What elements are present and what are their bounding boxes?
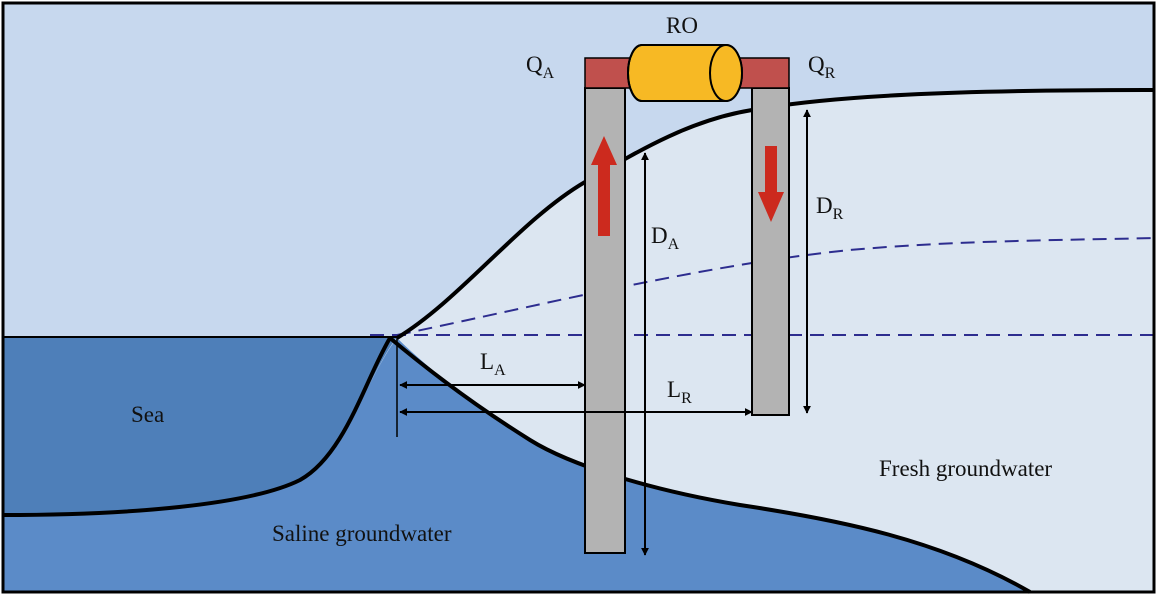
seabed-curve	[2, 336, 392, 517]
sea-label: Sea	[131, 402, 164, 427]
d-r-label: DR	[816, 193, 844, 223]
saline-groundwater-label: Saline groundwater	[272, 521, 452, 546]
l-a-label: LA	[480, 349, 506, 379]
q-a-label: QA	[526, 52, 555, 82]
saline-groundwater-region	[3, 338, 1030, 592]
ro-unit	[627, 44, 743, 102]
dashed-rising-line	[396, 237, 1155, 336]
downward-flow-arrow	[758, 146, 784, 222]
water-table-curve	[395, 88, 1155, 340]
l-r-label: LR	[667, 377, 692, 407]
recharge-well	[751, 87, 790, 416]
sea-region	[3, 337, 397, 515]
fresh-groundwater-label: Fresh groundwater	[879, 456, 1052, 481]
q-r-label: QR	[808, 52, 836, 82]
ro-label: RO	[666, 13, 698, 38]
d-a-label: DA	[651, 223, 680, 253]
upward-flow-arrow	[591, 136, 617, 236]
